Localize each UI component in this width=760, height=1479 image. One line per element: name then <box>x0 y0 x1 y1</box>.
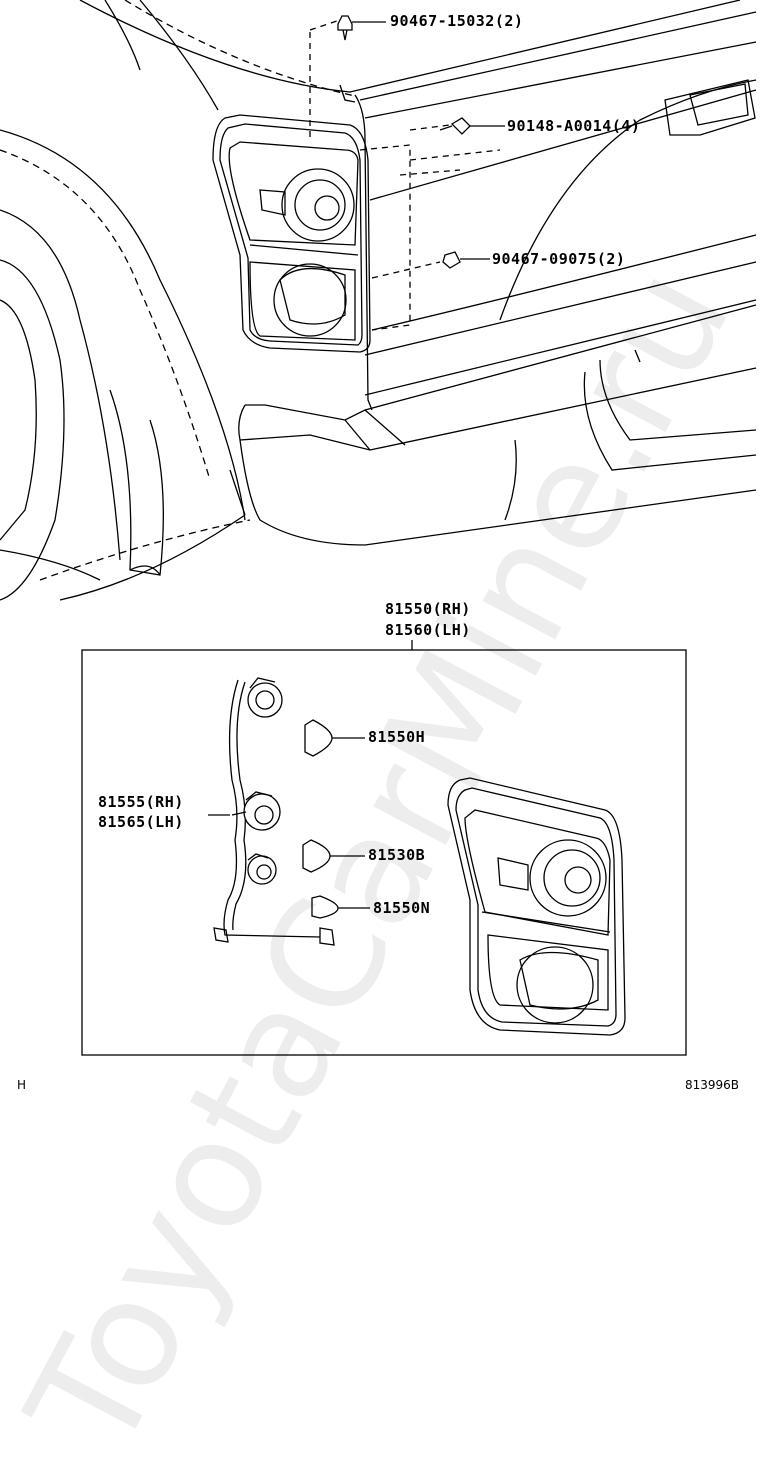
callout-socket-rh: 81555(RH) <box>98 793 184 811</box>
lower-tail-lamp <box>447 777 626 1036</box>
footer-left-code: H <box>17 1078 27 1092</box>
vehicle-rear-outline <box>0 0 757 601</box>
upper-fasteners <box>337 15 505 269</box>
callout-bulb-mid: 81530B <box>368 846 426 864</box>
upper-tail-lamp <box>212 114 371 353</box>
callout-clip: 90467-09075(2) <box>492 250 626 268</box>
callout-screw-mid: 90148-A0014(4) <box>507 117 641 135</box>
socket-wire-harness <box>213 677 335 946</box>
callout-bulb-low: 81550N <box>373 899 431 917</box>
parts-diagram <box>0 0 757 1056</box>
callout-assy-rh: 81550(RH) <box>385 600 471 618</box>
callout-socket-lh: 81565(LH) <box>98 813 184 831</box>
diagram-code: 813996B <box>685 1078 740 1092</box>
callout-bulb-top: 81550H <box>368 728 426 746</box>
assembly-box <box>81 649 687 1056</box>
bulbs <box>302 719 370 919</box>
callout-assy-lh: 81560(LH) <box>385 621 471 639</box>
callout-screw-top: 90467-15032(2) <box>390 12 524 30</box>
